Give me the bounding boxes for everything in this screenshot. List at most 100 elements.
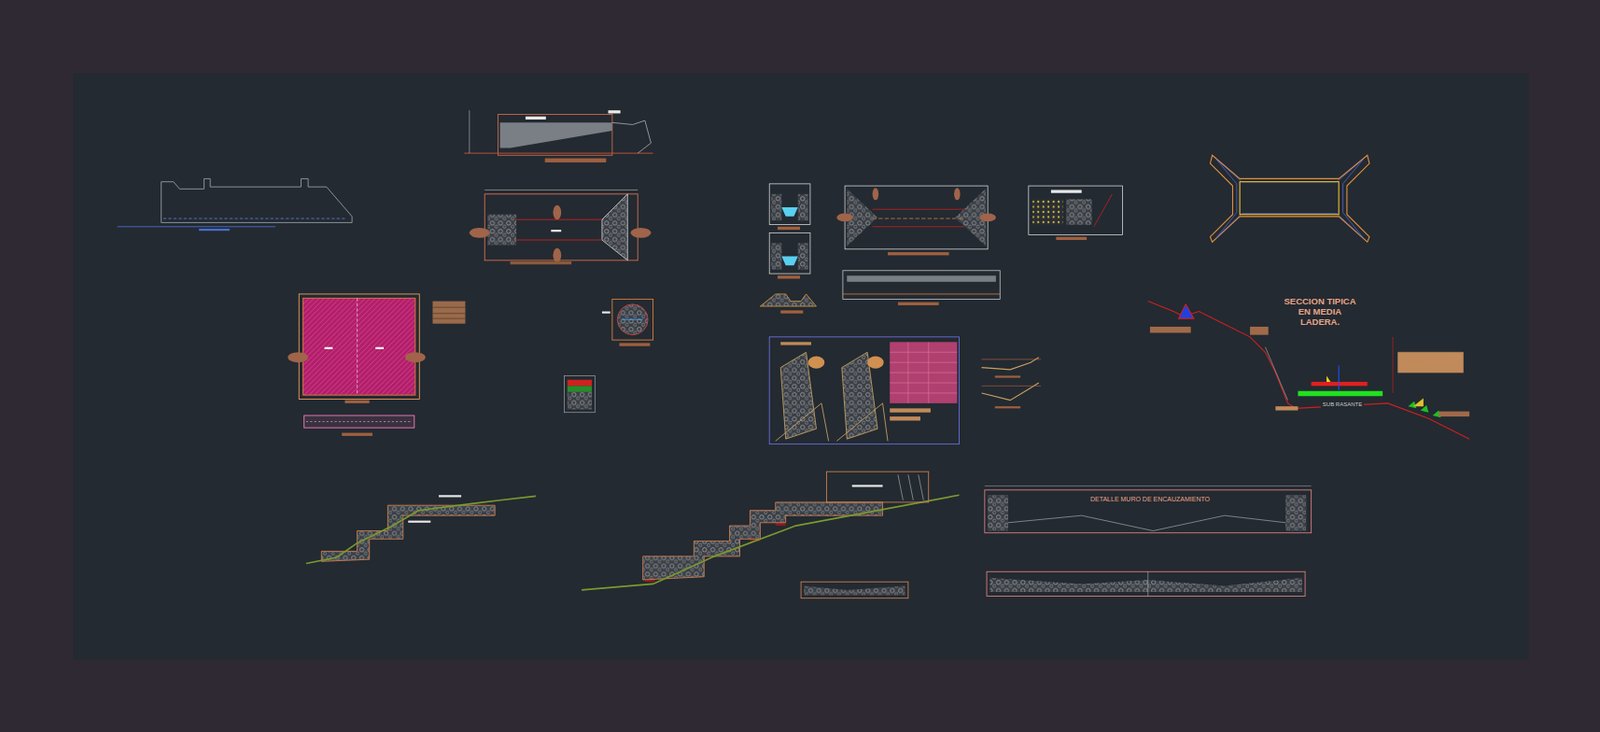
reinforcement-detail-part <box>1055 237 1087 240</box>
stair-section-center <box>581 471 959 599</box>
culvert-plan-part <box>846 275 997 282</box>
hillside-section-part <box>1438 411 1470 417</box>
channel-details-part <box>982 358 1041 360</box>
culvert-plan-part <box>872 225 965 227</box>
culvert-sections-part <box>769 232 811 274</box>
culvert-plan-part <box>842 293 1000 295</box>
channel-wall-detail <box>984 485 1312 596</box>
channel-details-part <box>995 406 1021 408</box>
culvert-plan-part <box>836 213 853 223</box>
reinforcement-detail <box>1028 185 1123 240</box>
culvert-sections-part <box>798 194 809 221</box>
stair-section-center-part <box>800 581 909 598</box>
plan-view-part <box>488 214 518 246</box>
culvert-sections-part <box>777 226 800 230</box>
culvert-sections-part <box>777 275 800 279</box>
culvert-plan-part <box>872 187 880 200</box>
stair-section-center-part <box>898 474 924 500</box>
channel-wall-detail-part <box>987 494 1009 531</box>
wall-detail-box-part <box>889 416 921 421</box>
pipe-detail-part <box>612 298 654 340</box>
stair-section-left-part <box>321 505 495 562</box>
wing-plan <box>1209 154 1370 242</box>
profile-outline-part <box>163 218 348 220</box>
culvert-sections-part <box>781 207 798 217</box>
wing-plan-part <box>1239 182 1339 215</box>
channel-details-part <box>982 382 1039 401</box>
plan-view-part <box>515 219 603 221</box>
layer-detail <box>563 375 595 412</box>
plan-view-part <box>484 194 638 261</box>
plan-view-part <box>552 205 562 220</box>
pink-plan-part <box>405 351 426 363</box>
channel-wall-detail-part <box>1285 494 1306 531</box>
stair-section-center-part <box>852 484 884 487</box>
small-table-part <box>432 318 465 320</box>
culvert-plan-part <box>872 218 965 220</box>
pink-plan-part <box>341 433 373 436</box>
channel-details <box>982 357 1041 409</box>
wall-detail-box-part <box>780 341 812 345</box>
pink-plan-part <box>356 297 358 395</box>
reinforcement-detail-part <box>1051 189 1082 193</box>
drawing-label: SUB RASANTE <box>1320 401 1364 408</box>
stair-section-center-part <box>643 502 884 580</box>
long-section-part <box>612 120 652 154</box>
wall-detail-box-part <box>867 356 884 369</box>
pink-plan-part <box>287 351 309 363</box>
hillside-section-part <box>1275 406 1298 410</box>
plan-view-part <box>552 248 562 263</box>
hillside-section-part <box>1264 347 1288 401</box>
culvert-plan-part <box>979 213 996 223</box>
plan-view-part <box>631 227 652 239</box>
hillside-section-part <box>1249 326 1269 336</box>
plan-view-part <box>469 227 491 239</box>
drawing-label: SECCION TIPICA EN MEDIA LADERA. <box>1276 296 1364 328</box>
long-section <box>463 110 653 163</box>
plan-view-part <box>510 261 573 265</box>
channel-wall-detail-part <box>989 577 1302 592</box>
culvert-plan-part <box>954 187 961 200</box>
culvert-sections-part <box>771 242 782 269</box>
plan-view <box>469 189 652 265</box>
culvert-plan-part <box>872 209 965 211</box>
background-part <box>73 73 1530 660</box>
stair-section-center-part <box>826 471 928 503</box>
pink-plan-part <box>306 421 413 422</box>
hillside-section-part <box>1150 326 1192 334</box>
stair-section-left <box>306 494 536 563</box>
reinforcement-detail-part <box>1066 198 1092 225</box>
wall-detail-box-part <box>889 407 931 412</box>
layer-detail-part <box>567 392 592 410</box>
pink-plan-part <box>344 400 369 404</box>
channel-wall-detail-part <box>1008 515 1286 531</box>
profile-outline <box>117 178 352 231</box>
pipe-detail-part <box>619 342 651 346</box>
reinforcement-detail-part <box>1032 198 1064 225</box>
layer-detail-part <box>567 385 592 393</box>
wall-detail-box-part <box>769 336 959 445</box>
pipe-detail-part <box>622 319 644 321</box>
small-table-part <box>432 312 465 314</box>
reinforcement-detail-part <box>1094 194 1113 227</box>
background <box>73 73 1530 660</box>
hillside-section-part <box>1398 351 1464 373</box>
long-section-part <box>500 122 613 148</box>
hillside-section-part <box>1392 336 1394 393</box>
culvert-sections-part <box>769 183 811 225</box>
culvert-sections-part <box>780 309 803 313</box>
hillside-section-part <box>1413 397 1424 407</box>
stair-section-left-part <box>438 494 462 497</box>
pipe-detail-part <box>617 304 648 336</box>
culvert-plan-part <box>898 302 940 306</box>
stair-section-left-part <box>407 520 431 523</box>
stair-section-center-part <box>803 586 905 596</box>
long-section-part <box>525 116 547 120</box>
wall-detail-box-part <box>808 356 825 369</box>
long-section-part <box>607 110 620 113</box>
profile-outline-part <box>198 228 230 231</box>
hillside-section-part <box>1407 401 1441 418</box>
long-section-part <box>463 153 653 155</box>
